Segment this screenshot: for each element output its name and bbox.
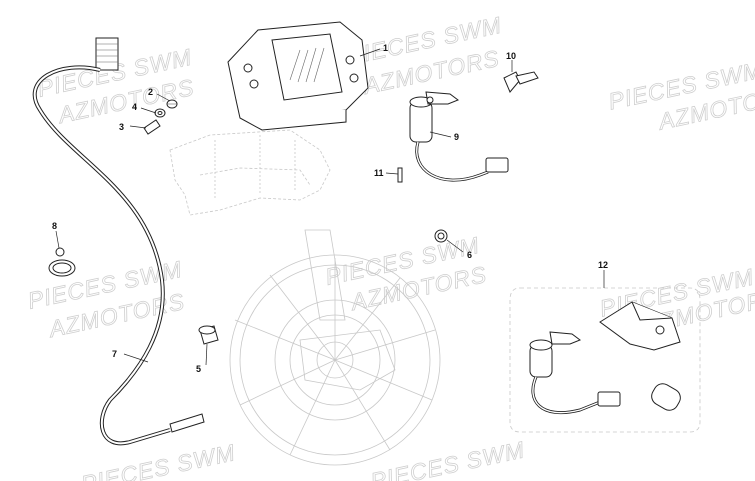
cable-tie [397,167,403,183]
ignition-switch [409,91,509,182]
dashboard-meter [227,21,369,131]
plug-part-5 [198,325,219,345]
callout-5: 5 [196,364,201,374]
callout-1: 1 [383,43,388,53]
kit-ignition-switch [529,331,621,415]
screw-part-3 [143,119,161,135]
callout-11: 11 [374,168,384,178]
callout-labels: 1 2 3 4 5 6 7 8 9 10 11 12 [52,43,608,374]
speedometer-cable [32,37,205,446]
callout-4: 4 [132,102,137,112]
key-part-10 [503,71,539,93]
leader-lines [55,48,605,366]
washer-part-4 [154,108,166,118]
callout-9: 9 [454,132,459,142]
watermark-line1: PIECES SWM [79,439,238,481]
kit-steering-lock [599,301,681,351]
callout-6: 6 [467,250,472,260]
ignition-kit-box [509,287,701,433]
cable-clamp [48,247,76,277]
screw-part-2 [166,99,178,109]
watermark-group: PIECES SWM AZMOTORS PIECES SWM AZMOTORS … [25,11,755,481]
callout-7: 7 [112,349,117,359]
callout-10: 10 [506,51,516,61]
callout-2: 2 [148,87,153,97]
front-wheel-ghost [229,229,441,466]
kit-lock-cylinder [651,383,681,411]
clip-part-6 [434,229,448,243]
callout-8: 8 [52,221,57,231]
watermark-line1: PIECES SWM [368,436,527,481]
callout-12: 12 [598,260,608,270]
mounting-bracket [169,129,331,216]
callout-3: 3 [119,122,124,132]
